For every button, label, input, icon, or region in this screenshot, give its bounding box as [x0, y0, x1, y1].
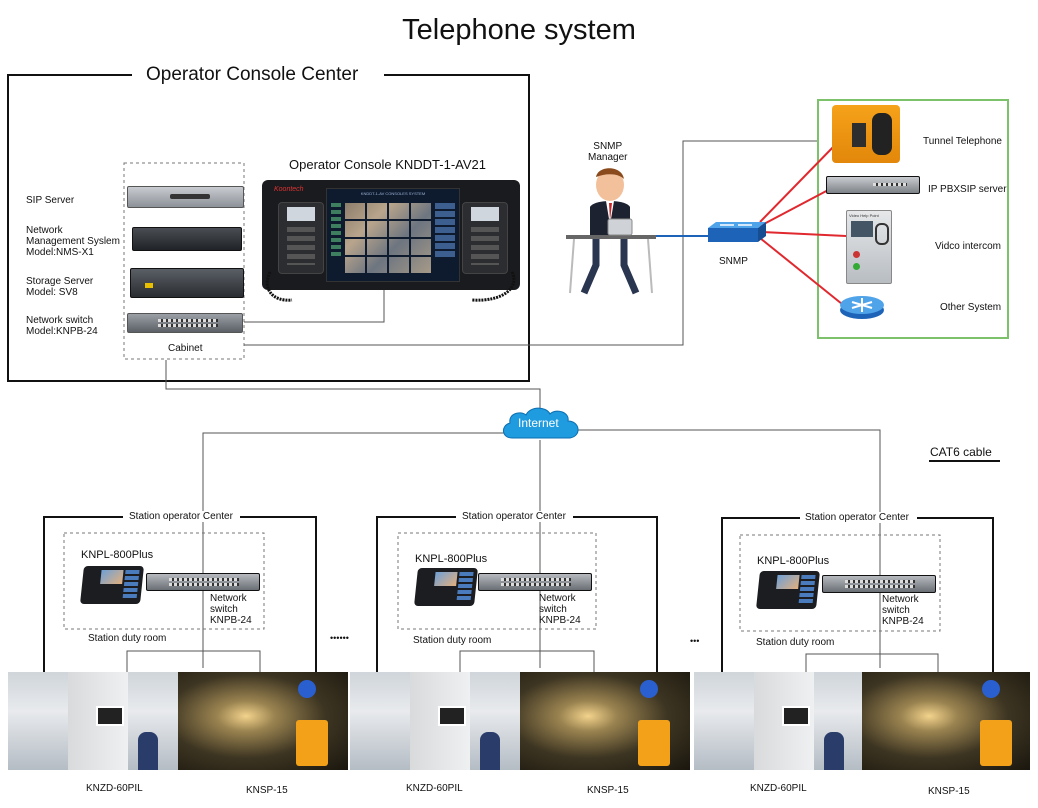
device-label-sip: SIP Server: [26, 195, 75, 206]
pbx-server-icon: [826, 176, 920, 194]
station-1-video-phone: [80, 566, 144, 604]
cabinet-internet-link: [165, 360, 541, 408]
red-link-pbx: [759, 187, 833, 227]
console-screen: KNDDT-1-AV CONSOLES SYSTEM: [326, 188, 460, 282]
internet-right-link: [575, 429, 881, 668]
external-label-intercom: Vidco intercom: [935, 241, 1001, 252]
video-grid: [345, 201, 433, 273]
tunnel-telephone-icon: [832, 105, 900, 163]
console-switch-link: [244, 285, 385, 323]
external-systems-box: [817, 99, 1009, 339]
station-3-title: Station operator Center: [801, 512, 913, 523]
handset-cords: [265, 271, 516, 302]
red-link-other: [759, 237, 843, 305]
cabinet-label: Cabinet: [168, 343, 203, 354]
console-brand: Koontech: [274, 186, 304, 193]
snmp-switch-label: SNMP: [719, 256, 748, 267]
cabinet-snmp-link: [244, 140, 818, 346]
station-2-switch: [478, 573, 592, 591]
operator-console: Koontech KNDDT-1-AV CONSOLES SYSTEM: [262, 180, 520, 290]
storage-server-device: [130, 268, 244, 298]
left-handset-icon: [278, 202, 324, 274]
internet-label: Internet: [518, 416, 559, 430]
device-label-switch: Network switch Model:KNPB-24: [26, 315, 98, 337]
station-separator-2: •••: [690, 636, 700, 646]
station-2-right-device-label: KNSP-15: [587, 785, 629, 796]
snmp-manager-label: SNMP Manager: [588, 141, 628, 163]
device-label-nms: Network Management Syslem Model:NMS-X1: [26, 225, 120, 258]
station-3-phone-label: KNPL-800Plus: [757, 555, 830, 567]
station-1-platform-photo: [8, 672, 178, 770]
device-label-storage: Storage Server Model: SV8: [26, 276, 94, 298]
internet-cloud-icon: [503, 407, 579, 439]
station-2-title: Station operator Center: [458, 511, 570, 522]
station-1-switch: [146, 573, 260, 591]
external-label-pbx: IP PBXSIP server: [928, 184, 1007, 195]
station-1-phone-label: KNPL-800Plus: [81, 549, 154, 561]
station-2-switch-label: Network switch KNPB-24: [539, 593, 581, 626]
station-2-tunnel-photo: [520, 672, 690, 770]
right-handset-icon: [462, 202, 508, 274]
page-title: Telephone system: [402, 14, 636, 46]
red-link-intercom: [761, 231, 847, 237]
station-2-platform-photo: [350, 672, 520, 770]
snmp-manager-person-icon: [566, 168, 656, 295]
station-1-room-label: Station duty room: [88, 633, 167, 644]
sip-server-device: [127, 186, 244, 208]
internet-left-link: [202, 432, 508, 668]
station-1-right-device-label: KNSP-15: [246, 785, 288, 796]
station-3-video-phone: [756, 571, 820, 609]
station-3-switch: [822, 575, 936, 593]
station-3-tunnel-photo: [862, 672, 1030, 770]
station-1-title: Station operator Center: [125, 511, 237, 522]
station-1-tunnel-photo: [178, 672, 348, 770]
external-label-tunnel: Tunnel Telephone: [923, 136, 1002, 147]
red-link-tunnel: [759, 141, 839, 223]
station-3-right-device-label: KNSP-15: [928, 786, 970, 797]
video-intercom-icon: Video Help Point: [846, 210, 892, 284]
cabinet-switch-device: [127, 313, 243, 333]
station-2-left-device-label: KNZD-60PIL: [406, 783, 463, 794]
operator-center-title: Operator Console Center: [138, 64, 367, 86]
station-3-switch-label: Network switch KNPB-24: [882, 594, 924, 627]
station-3-left-device-label: KNZD-60PIL: [750, 783, 807, 794]
station-1-switch-label: Network switch KNPB-24: [210, 593, 252, 626]
cat6-legend-label: CAT6 cable: [930, 445, 992, 459]
station-2-video-phone: [414, 568, 478, 606]
station-3-platform-photo: [694, 672, 862, 770]
snmp-switch-icon: [708, 222, 766, 242]
console-title: Operator Console KNDDT-1-AV21: [289, 157, 487, 172]
station-2-phone-label: KNPL-800Plus: [415, 553, 488, 565]
station-2-room-label: Station duty room: [413, 635, 492, 646]
cabinet-box: [123, 162, 245, 360]
external-label-other: Other System: [940, 302, 1002, 313]
nms-server-device: [132, 227, 242, 251]
station-separator-1: ••••••: [330, 633, 349, 643]
operator-center-frame: [7, 74, 530, 382]
station-3-room-label: Station duty room: [756, 637, 835, 648]
station-1-left-device-label: KNZD-60PIL: [86, 783, 143, 794]
router-icon: [840, 296, 884, 319]
